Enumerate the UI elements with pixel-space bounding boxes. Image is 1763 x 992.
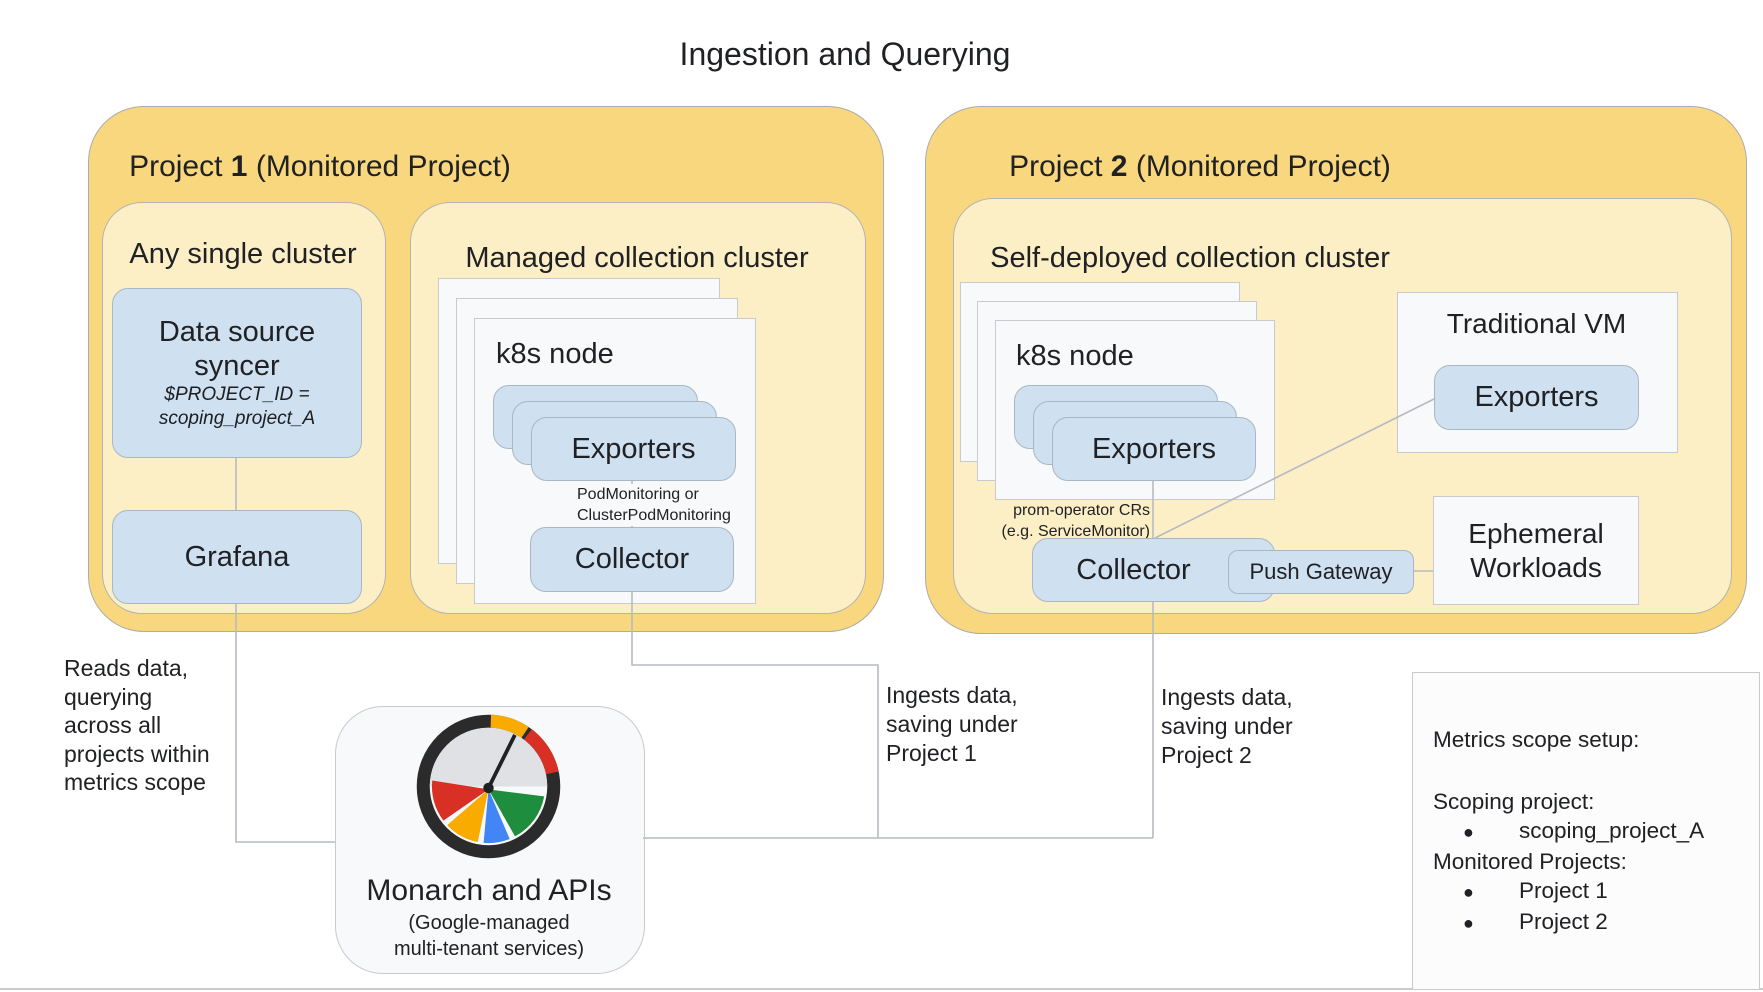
bullet-icon: ●: [1463, 822, 1474, 842]
data-source-syncer-box: Data source syncer $PROJECT_ID = scoping…: [112, 288, 362, 458]
any-single-cluster-title: Any single cluster: [129, 238, 357, 270]
grafana-label: Grafana: [184, 540, 290, 573]
k8s-node-label-p2: k8s node: [1016, 340, 1134, 372]
collector-label-p1: Collector: [574, 543, 690, 575]
scoping-project-label: Scoping project:: [1433, 789, 1595, 814]
exporters-box-vm: Exporters: [1434, 365, 1639, 430]
project2-title: Project 2 (Monitored Project): [1009, 150, 1391, 183]
prom-operator-label: prom-operator CRs (e.g. ServiceMonitor): [1001, 502, 1151, 540]
push-gateway-label: Push Gateway: [1249, 559, 1393, 584]
exporters-box-p2: Exporters: [1052, 417, 1256, 481]
k8s-node-label-p1: k8s node: [496, 338, 614, 370]
traditional-vm-title: Traditional VM: [1446, 308, 1627, 339]
podmonitoring-label: PodMonitoring or ClusterPodMonitoring: [577, 484, 735, 526]
ingest-project2-annotation: Ingests data, saving under Project 2: [1161, 684, 1293, 768]
reads-data-annotation: Reads data, querying across all projects…: [64, 655, 210, 795]
exporters-label-p1: Exporters: [571, 432, 696, 465]
metrics-scope-box: Metrics scope setup: Scoping project: ●s…: [1412, 672, 1760, 990]
bullet-icon: ●: [1463, 913, 1474, 933]
exporters-box-p1: Exporters: [531, 417, 736, 481]
exporters-label-p2: Exporters: [1091, 432, 1217, 465]
ephemeral-workloads-box: Ephemeral Workloads: [1433, 496, 1639, 605]
scoping-project-item: ●scoping_project_A: [1463, 816, 1759, 847]
syncer-label-line2: syncer: [194, 350, 280, 382]
page-bottom-rule: [0, 988, 1763, 990]
ingest-project1-annotation: Ingests data, saving under Project 1: [886, 682, 1018, 766]
syncer-project-id: $PROJECT_ID =: [164, 384, 310, 405]
monitored-project-1-item: ●Project 1: [1463, 876, 1759, 907]
collector-label-p2: Collector: [1076, 553, 1191, 586]
push-gateway-box: Push Gateway: [1228, 550, 1414, 594]
managed-collection-cluster-title: Managed collection cluster: [465, 242, 809, 274]
monarch-subtitle: (Google-managed multi-tenant services): [393, 912, 585, 960]
monitored-project-2-item: ●Project 2: [1463, 907, 1759, 938]
monarch-title: Monarch and APIs: [366, 874, 612, 907]
grafana-box: Grafana: [112, 510, 362, 604]
syncer-project-value: scoping_project_A: [158, 408, 316, 429]
page-title: Ingestion and Querying: [679, 36, 1011, 72]
project1-title: Project 1 (Monitored Project): [129, 150, 511, 183]
cloud-monitoring-gauge-icon: [416, 714, 561, 859]
syncer-label-line1: Data source: [158, 316, 316, 348]
self-deployed-cluster-title: Self-deployed collection cluster: [990, 242, 1390, 274]
monitored-projects-label: Monitored Projects:: [1433, 849, 1627, 874]
bullet-icon: ●: [1463, 882, 1474, 902]
exporters-label-vm: Exporters: [1474, 381, 1599, 413]
collector-box-p1: Collector: [530, 527, 734, 592]
collector-box-p2: Collector: [1032, 538, 1275, 602]
metrics-scope-heading: Metrics scope setup:: [1433, 727, 1640, 752]
